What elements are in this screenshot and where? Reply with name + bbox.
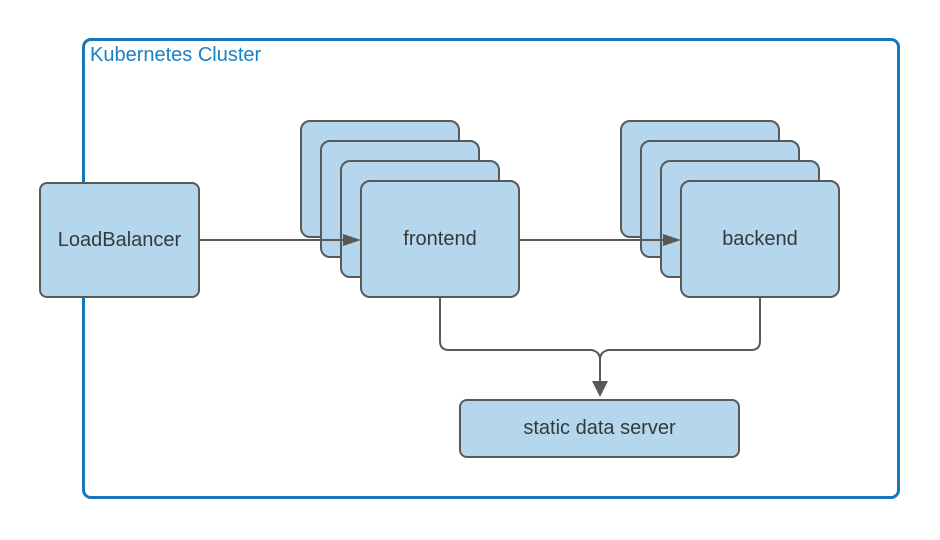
backend-label: backend <box>722 227 798 250</box>
static-data-server-label: static data server <box>523 417 676 439</box>
loadbalancer-label: LoadBalancer <box>57 228 182 251</box>
node-static-data-server[interactable]: static data server <box>459 399 740 458</box>
frontend-label: frontend <box>403 227 477 250</box>
node-loadbalancer[interactable]: LoadBalancer <box>39 182 200 298</box>
node-backend[interactable]: backend <box>680 180 840 298</box>
node-frontend[interactable]: frontend <box>360 180 520 298</box>
cluster-title: Kubernetes Cluster <box>90 44 262 66</box>
